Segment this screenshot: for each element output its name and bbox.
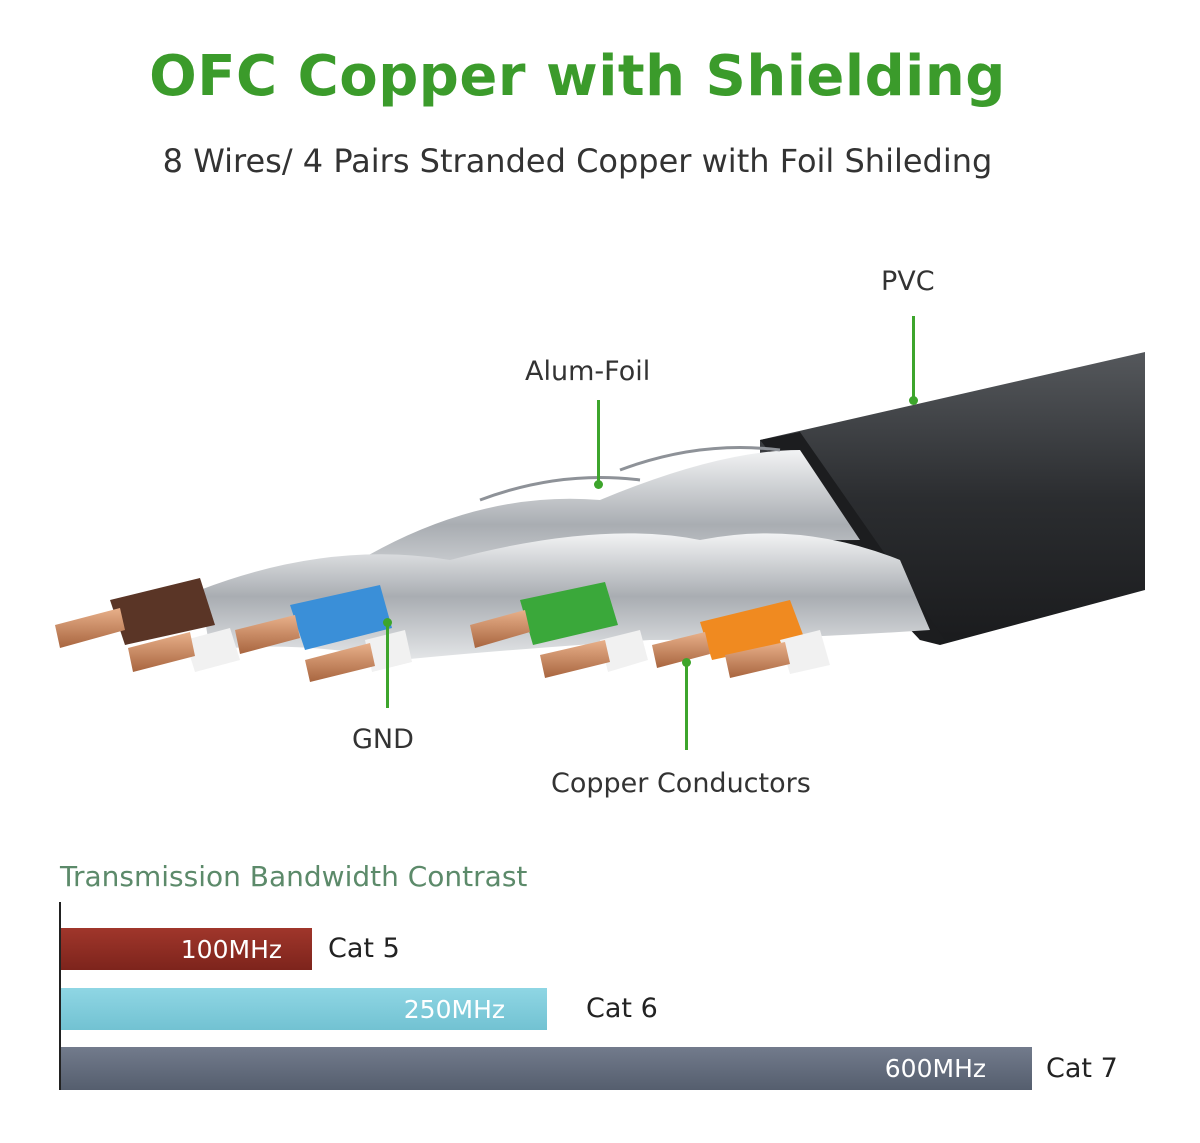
label-copper-conductors: Copper Conductors [551, 768, 811, 799]
bar-label-cat5: Cat 5 [328, 933, 400, 964]
cable-illustration [55, 352, 1145, 682]
leader-dot-alum-foil [594, 480, 603, 489]
bar-cat5: 100MHz [61, 928, 312, 970]
bandwidth-axis [59, 902, 61, 1090]
page-subtitle: 8 Wires/ 4 Pairs Stranded Copper with Fo… [162, 142, 993, 180]
bar-label-cat6: Cat 6 [586, 993, 658, 1024]
copper-conductors [55, 608, 790, 682]
label-alum-foil: Alum-Foil [525, 356, 651, 387]
leader-dot-pvc [909, 396, 918, 405]
bar-value-cat7: 600MHz [884, 1054, 986, 1083]
label-pvc: PVC [881, 266, 935, 297]
bar-value-cat6: 250MHz [403, 994, 505, 1024]
leader-dot-gnd [383, 618, 392, 627]
leader-dot-copper [682, 658, 691, 667]
leader-line-pvc [912, 316, 915, 402]
bandwidth-title: Transmission Bandwidth Contrast [60, 860, 528, 893]
bar-cat6: 250MHz [61, 988, 547, 1030]
bar-label-cat7: Cat 7 [1046, 1053, 1118, 1084]
bar-value-cat5: 100MHz [180, 934, 282, 964]
page-title: OFC Copper with Shielding [149, 44, 1006, 109]
label-gnd: GND [352, 724, 414, 755]
leader-line-alum-foil [597, 400, 600, 486]
leader-line-copper [685, 662, 688, 750]
bar-cat7: 600MHz [61, 1047, 1032, 1090]
leader-line-gnd [386, 622, 389, 708]
